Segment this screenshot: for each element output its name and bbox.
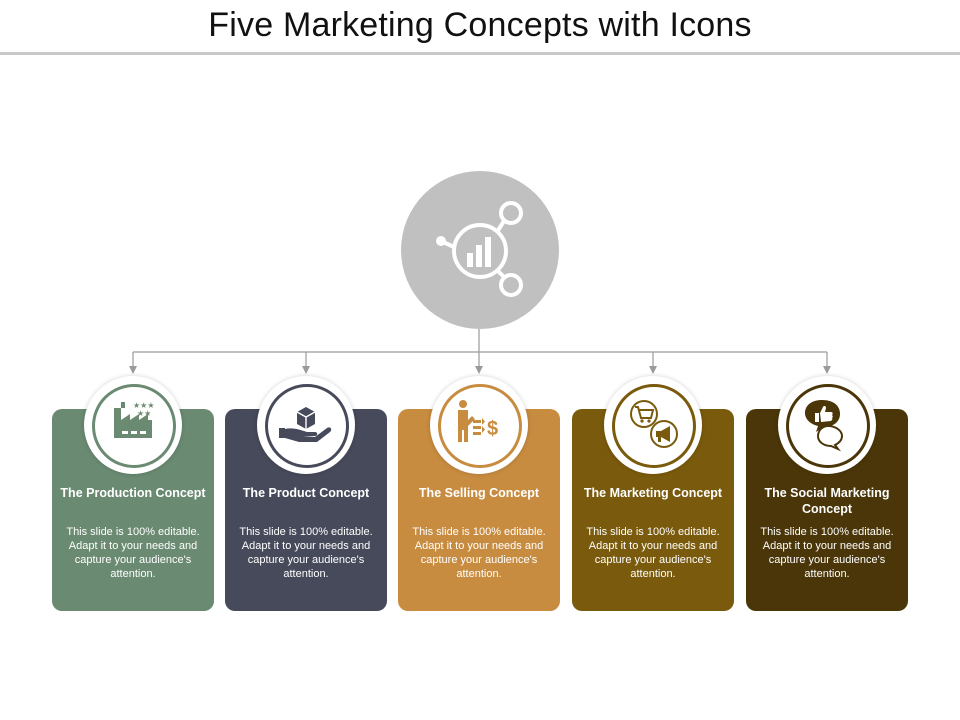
concept-card-product: The Product Concept This slide is 100% e… [225,409,387,611]
title-divider [0,52,960,55]
svg-text:$: $ [487,418,498,440]
seller-dollar-icon: $ [458,400,498,442]
concept-badge: ★★★ ★★ [84,376,182,474]
svg-text:★★★: ★★★ [133,401,155,410]
svg-text:★★: ★★ [137,409,151,418]
thumbs-up-chat-icon [805,400,844,452]
concept-title: The Production Concept [60,486,206,500]
concept-title: The Product Concept [242,486,370,500]
concept-badge [604,376,702,474]
concept-description: This slide is 100% editable. Adapt it to… [412,526,546,580]
concept-badge: $ [430,376,528,474]
concept-description: This slide is 100% editable. Adapt it to… [239,526,373,580]
concept-description: This slide is 100% editable. Adapt it to… [66,526,200,580]
cart-megaphone-icon [630,400,678,448]
concept-badge [778,376,876,474]
box-in-hand-icon [279,407,332,442]
concept-title: The Social Marketing Concept [764,486,890,516]
concept-description: This slide is 100% editable. Adapt it to… [586,526,720,580]
concept-title: The Marketing Concept [583,486,723,500]
network-chart-icon [436,201,523,297]
hub-circle [401,171,559,329]
concept-title: The Selling Concept [418,486,540,500]
factory-icon: ★★★ ★★ [114,401,155,438]
concept-badge [257,376,355,474]
slide-title: Five Marketing Concepts with Icons [208,6,752,44]
concept-description: This slide is 100% editable. Adapt it to… [760,526,894,580]
